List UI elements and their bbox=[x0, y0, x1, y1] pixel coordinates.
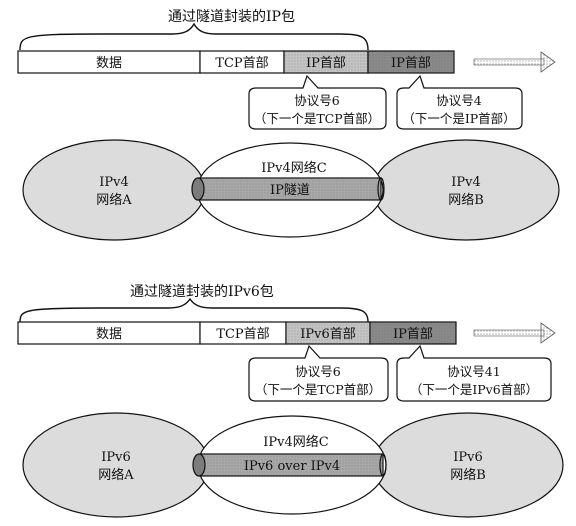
data-segment-label: 数据 bbox=[96, 56, 122, 71]
encapsulation-brace bbox=[19, 297, 369, 323]
callout-outer-line1: 协议号41 bbox=[447, 364, 500, 379]
outer-ip-header-texture bbox=[368, 51, 454, 73]
tcp-header-label: TCP首部 bbox=[215, 56, 268, 71]
left-network bbox=[22, 139, 206, 241]
network-topology: IPv4 网络A IPv4 网络B IPv4网络C IP隧道 bbox=[22, 139, 560, 241]
tunnel-label: IP隧道 bbox=[270, 182, 310, 198]
callout-inner-line2: （下一个是TCP首部） bbox=[254, 111, 380, 126]
left-network-line2: 网络A bbox=[96, 192, 132, 208]
callout-inner-line2: （下一个是TCP首部） bbox=[255, 382, 381, 397]
direction-arrow-icon bbox=[473, 322, 556, 344]
inner-ipv6-header-texture bbox=[286, 322, 370, 344]
inner-ip-header-texture bbox=[284, 51, 368, 73]
encapsulation-brace bbox=[19, 22, 369, 51]
packet-title: 通过隧道封装的IP包 bbox=[168, 9, 295, 25]
right-network-line1: IPv6 bbox=[453, 450, 483, 465]
callout-inner-header: 协议号6 （下一个是TCP首部） bbox=[248, 74, 387, 130]
right-network-line2: 网络B bbox=[450, 467, 486, 483]
middle-network-label: IPv4网络C bbox=[263, 434, 328, 450]
callout-outer-header: 协议号41 （下一个是IPv6首部） bbox=[396, 344, 552, 402]
tunnel-end-left bbox=[192, 453, 206, 477]
inner-ipv6-header-label: IPv6首部 bbox=[300, 327, 356, 342]
left-network-line1: IPv6 bbox=[101, 450, 131, 465]
callout-inner-line1: 协议号6 bbox=[295, 364, 341, 379]
callout-inner-line1: 协议号6 bbox=[294, 93, 340, 108]
left-network-line1: IPv4 bbox=[99, 175, 129, 190]
tunnel-end-right bbox=[379, 453, 387, 477]
left-network-line2: 网络A bbox=[98, 467, 134, 483]
outer-ip-header-texture bbox=[370, 322, 456, 344]
right-network-line2: 网络B bbox=[448, 192, 484, 208]
packet-bar: 数据 TCP首部 IPv6首部 IP首部 bbox=[17, 321, 457, 345]
tcp-header-label: TCP首部 bbox=[216, 327, 269, 342]
left-network bbox=[22, 412, 210, 518]
right-network bbox=[372, 412, 564, 518]
data-segment-label: 数据 bbox=[96, 327, 122, 342]
network-topology: IPv6 网络A IPv6 网络B IPv4网络C IPv6 over IPv4 bbox=[22, 412, 564, 518]
callout-inner-header: 协议号6 （下一个是TCP首部） bbox=[248, 344, 389, 402]
callout-outer-line2: （下一个是IPv6首部） bbox=[410, 382, 538, 397]
callout-outer-header: 协议号4 （下一个是IP首部） bbox=[396, 74, 523, 130]
ipv4-tunnel-diagram: 通过隧道封装的IP包 数据 TCP首部 IP首部 IP首部 协议号6 （下一个是… bbox=[17, 9, 560, 241]
packet-title: 通过隧道封装的IPv6包 bbox=[130, 284, 274, 300]
right-network bbox=[372, 139, 560, 241]
direction-arrow-icon bbox=[473, 51, 556, 73]
inner-ip-header-label: IP首部 bbox=[306, 56, 346, 71]
outer-ip-header-label: IP首部 bbox=[393, 327, 433, 342]
packet-bar: 数据 TCP首部 IP首部 IP首部 bbox=[17, 50, 455, 74]
callout-outer-line2: （下一个是IP首部） bbox=[402, 111, 515, 126]
middle-network-label: IPv4网络C bbox=[261, 160, 326, 176]
right-network-line1: IPv4 bbox=[451, 175, 481, 190]
outer-ip-header-label: IP首部 bbox=[391, 56, 431, 71]
tunnel-end-left bbox=[191, 177, 205, 201]
tunnel-texture bbox=[199, 454, 383, 476]
tunnel-texture bbox=[198, 178, 381, 200]
callout-outer-line1: 协议号4 bbox=[436, 93, 482, 108]
tunnel-end-right bbox=[377, 177, 385, 201]
ipv6-over-ipv4-diagram: 通过隧道封装的IPv6包 数据 TCP首部 IPv6首部 IP首部 协议号6 （… bbox=[17, 284, 564, 518]
tunnel-label: IPv6 over IPv4 bbox=[244, 459, 340, 474]
